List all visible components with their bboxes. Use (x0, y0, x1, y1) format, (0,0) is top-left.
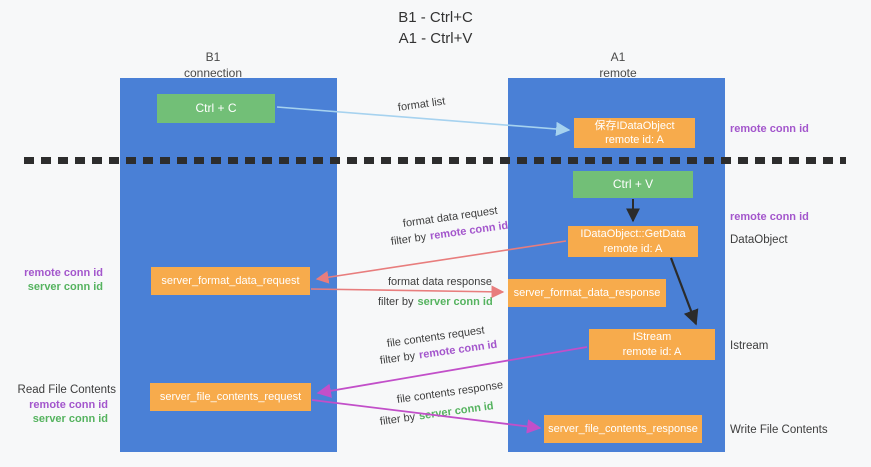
remote-conn-id-right-mid-label: remote conn id (730, 211, 809, 223)
server-conn-id-text: server conn id (418, 400, 495, 423)
filter-by-text: filter by (379, 411, 416, 428)
server-conn-id-left-1: server conn id (27, 280, 103, 293)
remote-conn-id-left-1: remote conn id (24, 267, 103, 279)
title-line-2: A1 - Ctrl+V (398, 30, 473, 47)
lifeline-b1-header: B1 connection (118, 49, 308, 81)
title-line-1: B1 - Ctrl+C (398, 9, 473, 26)
filter-by-text: filter by (378, 296, 414, 308)
format-data-response-arrow (310, 285, 505, 299)
lifeline-a1-role: remote (599, 66, 637, 81)
write-file-contents-label: Write File Contents (730, 424, 828, 436)
save-idataobject-line2: remote id: A (605, 134, 664, 146)
server-file-contents-response-box: server_file_contents_response (544, 415, 702, 443)
istream-side-label: Istream (730, 340, 769, 352)
filter-by-text: filter by (379, 350, 416, 367)
format-list-label: format list (397, 95, 447, 114)
getdata-line2: remote id: A (603, 242, 663, 255)
ctrl-v-box: Ctrl + V (573, 171, 693, 198)
lifeline-b1-role: connection (183, 66, 243, 81)
lifeline-a1-name: A1 (610, 50, 626, 64)
filter-by-text: filter by (390, 231, 427, 248)
lifeline-b1-name: B1 (205, 50, 221, 64)
server-file-contents-request-box: server_file_contents_request (150, 383, 311, 411)
idataobject-getdata-box: IDataObject::GetData remote id: A (568, 226, 698, 257)
save-idataobject-box: 保存IDataObject remote id: A (574, 118, 695, 148)
istream-box: IStream remote id: A (589, 329, 715, 360)
left-conn-id-block-1: remote conn id server conn id (5, 267, 103, 295)
diagram-title: B1 - Ctrl+C A1 - Ctrl+V (0, 7, 871, 49)
istream-line1: IStream (632, 331, 672, 344)
machine-boundary-dashed-line (24, 157, 846, 164)
format-data-response-label: format data response (388, 276, 492, 288)
lifeline-a1-header: A1 remote (523, 49, 713, 81)
server-format-data-response-box: server_format_data_response (508, 279, 666, 307)
save-idataobject-line1: 保存IDataObject (594, 119, 675, 132)
server-conn-id-text: server conn id (417, 296, 493, 308)
getdata-line1: IDataObject::GetData (580, 228, 686, 241)
server-conn-id-left-2: server conn id (32, 412, 108, 425)
ctrl-c-box: Ctrl + C (157, 94, 275, 123)
server-format-data-request-box: server_format_data_request (151, 267, 310, 295)
remote-conn-id-left-2: remote conn id (29, 399, 108, 411)
istream-line2: remote id: A (622, 345, 682, 358)
remote-conn-id-right-top-label: remote conn id (730, 123, 809, 135)
read-file-contents-label: Read File Contents (17, 384, 116, 396)
dataobject-label: DataObject (730, 234, 788, 246)
left-conn-id-block-2: remote conn id server conn id (10, 399, 108, 427)
